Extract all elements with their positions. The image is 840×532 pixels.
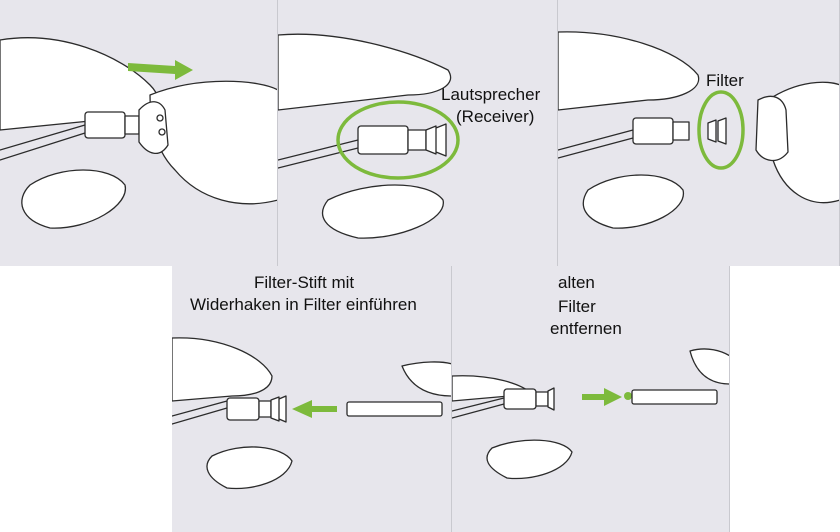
dome-hole [156, 114, 164, 122]
receiver-tip [270, 395, 287, 423]
thumb [21, 169, 126, 229]
dome-hole [158, 128, 166, 136]
cable [278, 139, 359, 169]
receiver-body [357, 125, 409, 155]
highlight-circle-icon [697, 90, 745, 170]
thumb [486, 439, 573, 480]
step-1-panel [0, 0, 278, 266]
finger-top [558, 31, 700, 111]
receiver-neck [407, 129, 427, 151]
finger-right [689, 348, 729, 385]
finger-right [401, 361, 451, 397]
step-4-label-line2: Widerhaken in Filter einführen [190, 295, 417, 314]
cable [0, 124, 86, 161]
cable [172, 400, 228, 425]
old-filter [624, 392, 632, 400]
thumb [582, 174, 684, 229]
filter-tool [346, 401, 443, 417]
filter-label: Filter [706, 71, 744, 90]
filter-tool [631, 389, 718, 405]
step-5-label-line2: Filter [558, 297, 596, 316]
receiver-tip [425, 123, 447, 157]
step-2-illustration [278, 33, 460, 239]
receiver-body [226, 397, 260, 421]
step-5-label-line1: alten [558, 273, 595, 292]
step-5-panel: alten Filter entfernen [452, 266, 730, 532]
step-4-label-line1: Filter-Stift mit [254, 273, 355, 292]
step-3-panel: Filter [558, 0, 840, 266]
receiver-body [84, 111, 126, 139]
finger-top [172, 337, 273, 402]
receiver-neck [672, 121, 690, 141]
thumb [206, 446, 293, 490]
dome [755, 95, 789, 162]
dome [138, 101, 169, 154]
receiver-label-line1: Lautsprecher [441, 85, 541, 104]
step-3-illustration [558, 31, 839, 229]
arrow-right-icon [582, 388, 622, 406]
step-5-illustration [452, 348, 729, 480]
receiver-neck [258, 400, 272, 418]
receiver-neck [124, 115, 140, 135]
arrow-left-icon [292, 400, 337, 418]
receiver-neck [535, 391, 549, 407]
receiver-body [632, 117, 674, 145]
highlight-circle-icon [336, 100, 460, 180]
receiver-tip [547, 387, 555, 411]
arrow-right-icon [128, 60, 193, 80]
thumb [322, 184, 444, 239]
step-5-label-line3: entfernen [550, 319, 622, 338]
cable [452, 397, 505, 419]
step-1-illustration [0, 37, 277, 229]
cable [558, 129, 634, 159]
step-2-panel: Lautsprecher (Receiver) [278, 0, 558, 266]
filter [707, 117, 727, 145]
step-4-illustration [172, 337, 451, 490]
receiver-body [503, 388, 537, 410]
finger-top [278, 33, 452, 111]
step-4-panel: Filter-Stift mit Widerhaken in Filter ei… [172, 266, 452, 532]
finger-right [149, 80, 277, 205]
receiver-label-line2: (Receiver) [456, 107, 535, 126]
